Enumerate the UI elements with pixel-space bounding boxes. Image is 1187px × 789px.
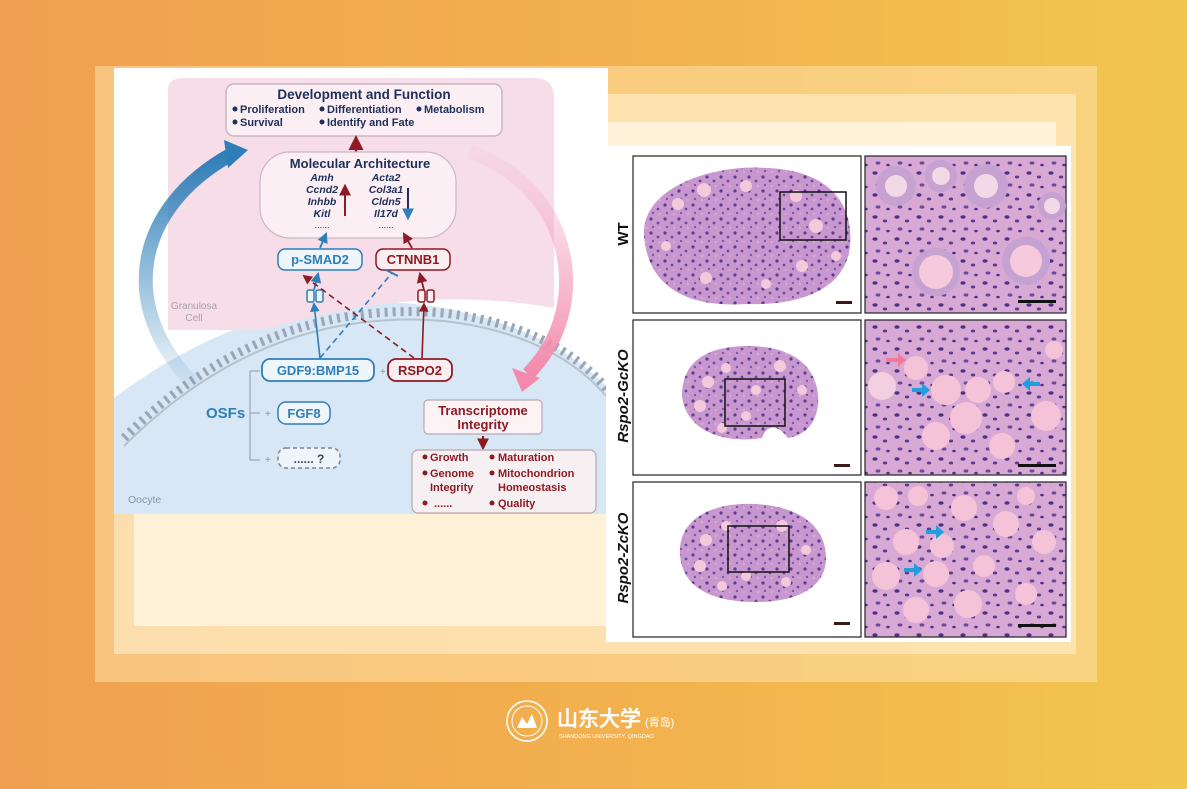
- gene-down-1: Acta2: [371, 172, 401, 184]
- outcome-homeostasis: Homeostasis: [498, 482, 566, 494]
- overview-gcko: [632, 319, 862, 476]
- gene-down-3: Cldn5: [371, 196, 400, 208]
- label-granulosa: Granulosa: [171, 301, 218, 312]
- outcome-integrity: Integrity: [430, 482, 474, 494]
- row-label-zcko: Rspo2-ZcKO: [615, 512, 632, 603]
- blue-arrow-icon: [926, 525, 944, 539]
- university-seal-icon: [506, 700, 548, 742]
- function-survival: Survival: [240, 117, 283, 129]
- plus-1: +: [380, 367, 386, 378]
- label-rspo2: RSPO2: [398, 363, 442, 378]
- label-cell: Cell: [185, 313, 202, 324]
- gene-down-2: Col3a1: [369, 184, 404, 196]
- label-fgf8: FGF8: [287, 406, 320, 421]
- function-metabolism: Metabolism: [424, 104, 485, 116]
- gene-up-1: Amh: [309, 172, 333, 184]
- histology-panel: WT Rspo2-GcKO Rspo2-ZcKO: [606, 146, 1071, 642]
- gene-down-more: ......: [378, 220, 393, 230]
- plus-2: +: [265, 409, 271, 420]
- outcome-mitochondrion: Mitochondrion: [498, 468, 575, 480]
- function-proliferation: Proliferation: [240, 104, 305, 116]
- label-gdf9-bmp15: GDF9:BMP15: [277, 363, 359, 378]
- function-differentiation: Differentiation: [327, 104, 402, 116]
- zoom-gcko: [864, 319, 1067, 476]
- overview-zcko: [632, 481, 862, 638]
- label-unknown-factor: ...... ?: [294, 452, 325, 466]
- overview-wt: [632, 155, 862, 314]
- logo-name-cn: 山东大学: [557, 707, 641, 731]
- university-logo: 山东大学 (青岛) SHANDONG UNIVERSITY, QINGDAO: [505, 698, 695, 744]
- gene-up-3: Inhbb: [308, 196, 337, 208]
- gene-up-4: Kitl: [314, 208, 332, 220]
- function-identify-fate: Identify and Fate: [327, 117, 414, 129]
- receptor-red-icon: [417, 289, 435, 303]
- row-label-wt: WT: [615, 222, 632, 245]
- gene-up-2: Ccnd2: [306, 184, 338, 196]
- blue-arrow-icon: [904, 563, 922, 577]
- zoom-wt: [864, 155, 1067, 314]
- title-development: Development and Function: [277, 87, 450, 102]
- receptor-blue-icon: [306, 289, 324, 303]
- gene-up-more: ......: [314, 220, 329, 230]
- mechanism-diagram: Development and Function Proliferation D…: [114, 68, 608, 514]
- zoom-zcko: [864, 481, 1067, 638]
- pink-arrow-icon: [886, 353, 906, 367]
- row-label-gcko: Rspo2-GcKO: [615, 349, 632, 443]
- plus-3: +: [265, 455, 271, 466]
- outcome-quality: Quality: [498, 498, 536, 510]
- outcome-genome: Genome: [430, 468, 474, 480]
- logo-campus-cn: (青岛): [645, 715, 674, 729]
- title-molecular: Molecular Architecture: [290, 156, 430, 171]
- label-psmad2: p-SMAD2: [291, 252, 349, 267]
- label-ctnnb1: CTNNB1: [387, 252, 440, 267]
- label-oocyte: Oocyte: [128, 494, 161, 506]
- gene-down-4: Il17d: [374, 208, 399, 220]
- blue-arrow-icon: [1022, 377, 1040, 391]
- title-integrity: Integrity: [457, 417, 509, 432]
- blue-arrow-icon: [912, 383, 930, 397]
- label-osfs: OSFs: [206, 405, 245, 422]
- outcome-more: ......: [434, 498, 452, 510]
- title-transcriptome: Transcriptome: [438, 403, 528, 418]
- logo-name-en: SHANDONG UNIVERSITY, QINGDAO: [559, 734, 654, 740]
- outcome-maturation: Maturation: [498, 452, 555, 464]
- outcome-growth: Growth: [430, 452, 469, 464]
